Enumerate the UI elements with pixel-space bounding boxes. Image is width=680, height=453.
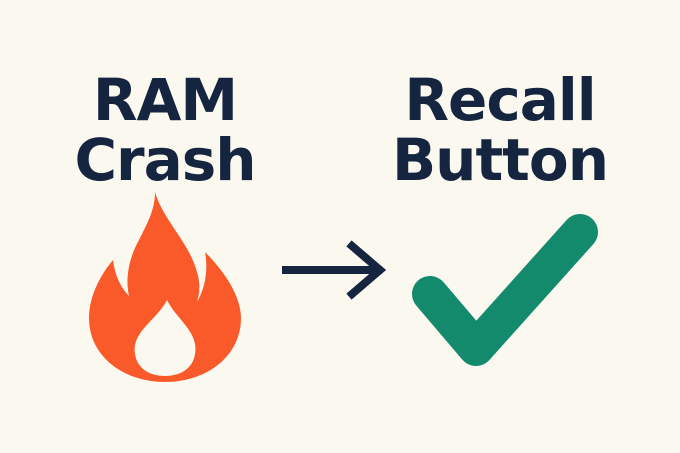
ram-crash-label: RAM Crash [40,70,290,190]
recall-button-label-line2: Button [391,126,609,194]
recall-button-label-line1: Recall [404,66,596,134]
ram-crash-label-line1: RAM [92,66,238,134]
fire-icon [89,192,241,382]
recall-button-label: Recall Button [375,70,625,190]
ram-crash-label-line2: Crash [74,126,256,194]
right-arrow-icon [282,240,387,300]
checkmark-icon [412,214,598,366]
